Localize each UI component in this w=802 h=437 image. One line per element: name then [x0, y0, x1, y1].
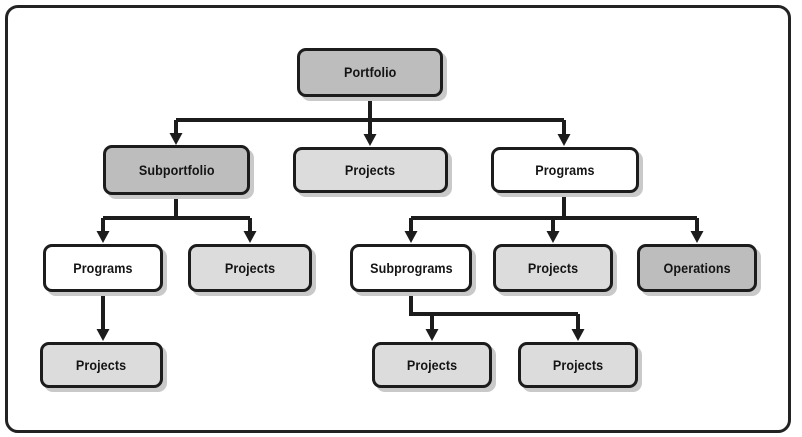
node-projects-under-programs-label: Projects [527, 260, 579, 276]
node-projects-bottom-left-label: Projects [76, 357, 127, 373]
node-projects-under-subportfolio: Projects [188, 244, 312, 292]
diagram-border-frame [5, 5, 791, 433]
node-projects-under-subportfolio-label: Projects [224, 260, 276, 276]
node-operations-label: Operations [663, 260, 731, 276]
node-programs-under-subportfolio: Programs [43, 244, 163, 292]
node-projects-under-subprograms-1: Projects [372, 342, 492, 388]
node-projects-under-portfolio-label: Projects [345, 162, 396, 178]
node-subprograms: Subprograms [350, 244, 472, 292]
node-projects-under-subprograms-2: Projects [518, 342, 638, 388]
node-portfolio: Portfolio [297, 48, 443, 97]
node-projects-under-programs: Projects [493, 244, 613, 292]
node-subportfolio: Subportfolio [103, 145, 250, 195]
node-programs: Programs [491, 147, 639, 193]
node-projects-under-subprograms-1-label: Projects [406, 357, 458, 373]
node-projects-under-portfolio: Projects [293, 147, 448, 193]
node-programs-under-subportfolio-label: Programs [73, 260, 133, 276]
node-operations: Operations [637, 244, 757, 292]
node-subportfolio-label: Subportfolio [138, 162, 215, 178]
node-programs-label: Programs [535, 162, 595, 178]
node-portfolio-label: Portfolio [343, 65, 397, 80]
node-projects-under-subprograms-2-label: Projects [552, 357, 604, 373]
node-subprograms-label: Subprograms [369, 260, 453, 276]
node-projects-bottom-left: Projects [40, 342, 163, 388]
